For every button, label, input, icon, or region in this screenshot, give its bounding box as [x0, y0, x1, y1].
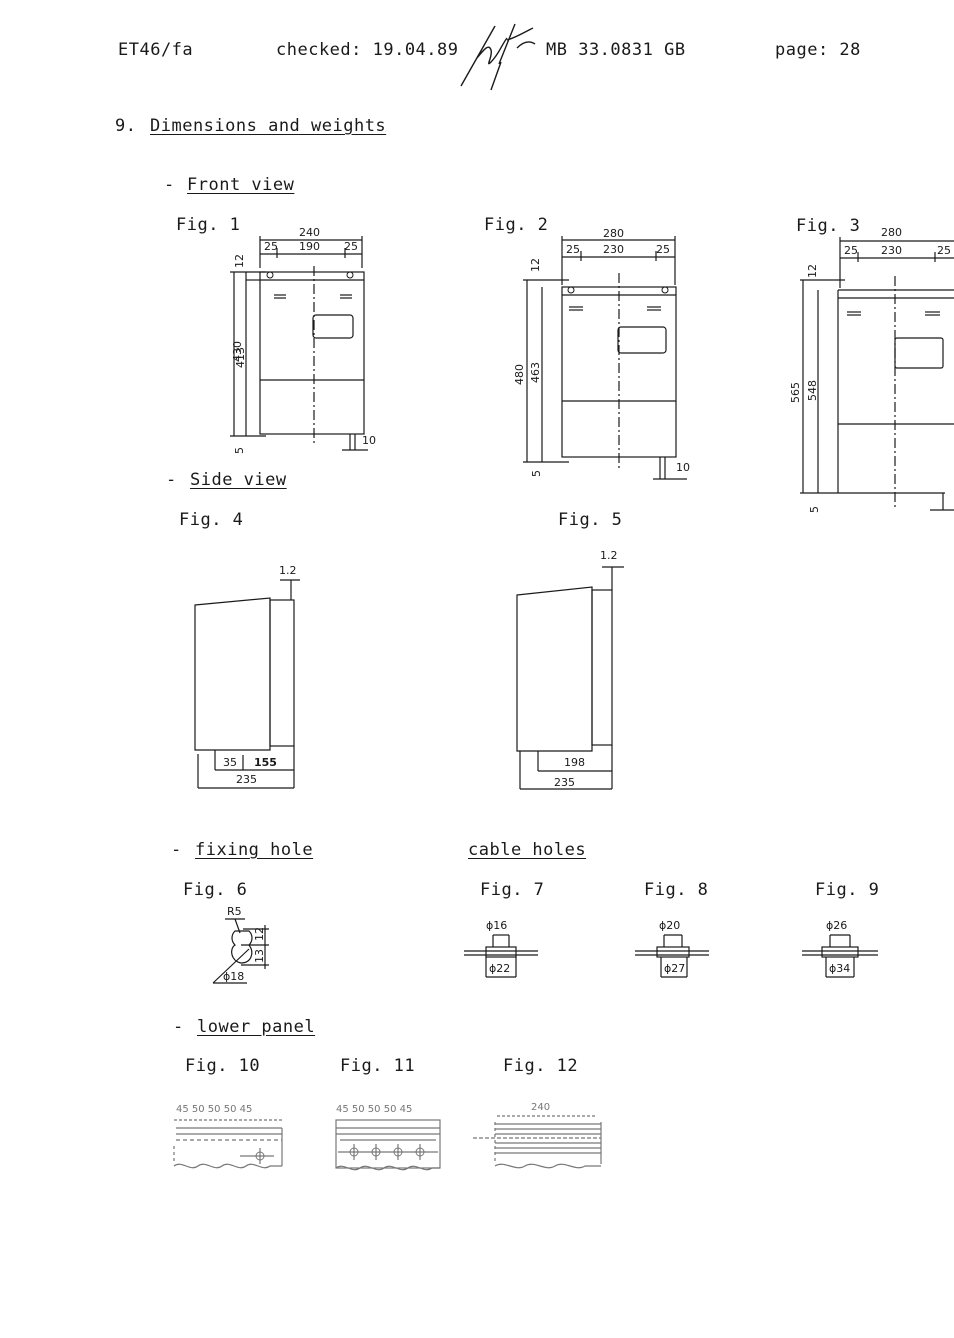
fig12-label: Fig. 12 [503, 1056, 579, 1076]
fig2-left: 25 [566, 243, 580, 256]
fig1-height: 430 [231, 341, 244, 362]
front-view-heading: Front view [187, 175, 295, 195]
fig11-spacing: 45 50 50 50 45 [336, 1104, 412, 1115]
fig10-label: Fig. 10 [185, 1056, 261, 1076]
fig4-offset: 1.2 [279, 564, 297, 577]
fig2-front-drawing: 280 25 230 25 480 463 12 5 10 [513, 227, 690, 480]
fig2-inner: 463 [529, 362, 542, 383]
cable-holes-heading: cable holes [468, 840, 587, 860]
fig3-label: Fig. 3 [796, 216, 861, 236]
fig6-top: 12 [253, 927, 266, 941]
fig6-radius: R5 [227, 905, 242, 918]
fig4-a: 35 [223, 756, 237, 769]
fig2-foot: 10 [676, 461, 690, 474]
fig5-side-drawing: 1.2 198 235 [516, 549, 624, 790]
document-reference: MB 33.0831 GB [546, 40, 686, 60]
fig2-height: 480 [513, 364, 526, 385]
fig9-inner: ϕ26 [826, 919, 847, 932]
fig2-middle: 230 [603, 243, 624, 256]
fig8-inner: ϕ20 [659, 919, 680, 932]
fig2-bottom: 5 [530, 470, 543, 477]
fig8-label: Fig. 8 [644, 880, 709, 900]
fig8-cable-hole: ϕ20 ϕ27 [635, 919, 709, 978]
section-number: 9. [115, 116, 137, 136]
fig5-a: 198 [564, 756, 585, 769]
fig4-side-drawing: 1.2 35 155 235 [194, 564, 300, 789]
lower-panel-heading: lower panel [197, 1017, 316, 1037]
fig8-outer: ϕ27 [664, 962, 685, 975]
signature [460, 23, 536, 91]
fig2-right: 25 [656, 243, 670, 256]
fig1-width: 240 [299, 226, 320, 239]
fig3-width: 280 [881, 226, 902, 239]
fig10-spacing: 45 50 50 50 45 [176, 1104, 252, 1115]
fig5-label: Fig. 5 [558, 510, 623, 530]
fig5-depth: 235 [554, 776, 575, 789]
fig3-front-drawing: 280 25 230 25 565 548 12 5 [789, 226, 954, 513]
front-view-dash: - [164, 175, 175, 195]
fig9-cable-hole: ϕ26 ϕ34 [802, 919, 878, 978]
section-title: Dimensions and weights [150, 116, 387, 136]
fig4-label: Fig. 4 [179, 510, 244, 530]
fig3-bottom: 5 [808, 506, 821, 513]
fig3-right: 25 [937, 244, 951, 257]
fig5-offset: 1.2 [600, 549, 618, 562]
fig1-right: 25 [344, 240, 358, 253]
fig7-cable-hole: ϕ16 ϕ22 [464, 919, 538, 978]
fig1-foot: 10 [362, 434, 376, 447]
fig1-inner: 413 [234, 347, 247, 368]
fig2-label: Fig. 2 [484, 215, 549, 235]
fig3-top: 12 [806, 264, 819, 278]
fig9-label: Fig. 9 [815, 880, 880, 900]
fig12-width: 240 [531, 1102, 550, 1113]
fig6-bottom: 13 [253, 949, 266, 963]
fig4-depth: 235 [236, 773, 257, 786]
fig1-top: 12 [233, 254, 246, 268]
fixing-hole-dash: - [171, 840, 182, 860]
fig2-top: 12 [529, 258, 542, 272]
lower-panel-dash: - [173, 1017, 184, 1037]
fig3-middle: 230 [881, 244, 902, 257]
fig1-middle: 190 [299, 240, 320, 253]
fig1-front-drawing: 240 25 190 25 430 413 12 5 10 [230, 226, 376, 454]
fig3-left: 25 [844, 244, 858, 257]
fig7-inner: ϕ16 [486, 919, 507, 932]
fig6-diameter: ϕ18 [223, 970, 244, 983]
checked-date: checked: 19.04.89 [276, 40, 459, 60]
fig2-width: 280 [603, 227, 624, 240]
fig7-outer: ϕ22 [489, 962, 510, 975]
fig6-label: Fig. 6 [183, 880, 248, 900]
page-number: page: 28 [775, 40, 861, 60]
fig9-outer: ϕ34 [829, 962, 850, 975]
side-view-heading: Side view [190, 470, 287, 490]
fig1-left: 25 [264, 240, 278, 253]
fig3-height: 565 [789, 382, 802, 403]
fig1-bottom: 5 [233, 447, 246, 454]
fixing-hole-heading: fixing hole [195, 840, 314, 860]
fig4-b: 155 [254, 756, 277, 769]
fig10-lower-panel: 45 50 50 50 45 [173, 1104, 283, 1169]
fig1-label: Fig. 1 [176, 215, 241, 235]
fig6-fixing-hole: R5 12 13 ϕ18 [212, 905, 269, 984]
doc-code: ET46/fa [118, 40, 194, 60]
fig11-label: Fig. 11 [340, 1056, 416, 1076]
fig7-label: Fig. 7 [480, 880, 545, 900]
fig3-inner: 548 [806, 380, 819, 401]
fig12-lower-panel: 240 [473, 1102, 602, 1169]
fig11-lower-panel: 45 50 50 50 45 [335, 1104, 441, 1171]
side-view-dash: - [166, 470, 177, 490]
